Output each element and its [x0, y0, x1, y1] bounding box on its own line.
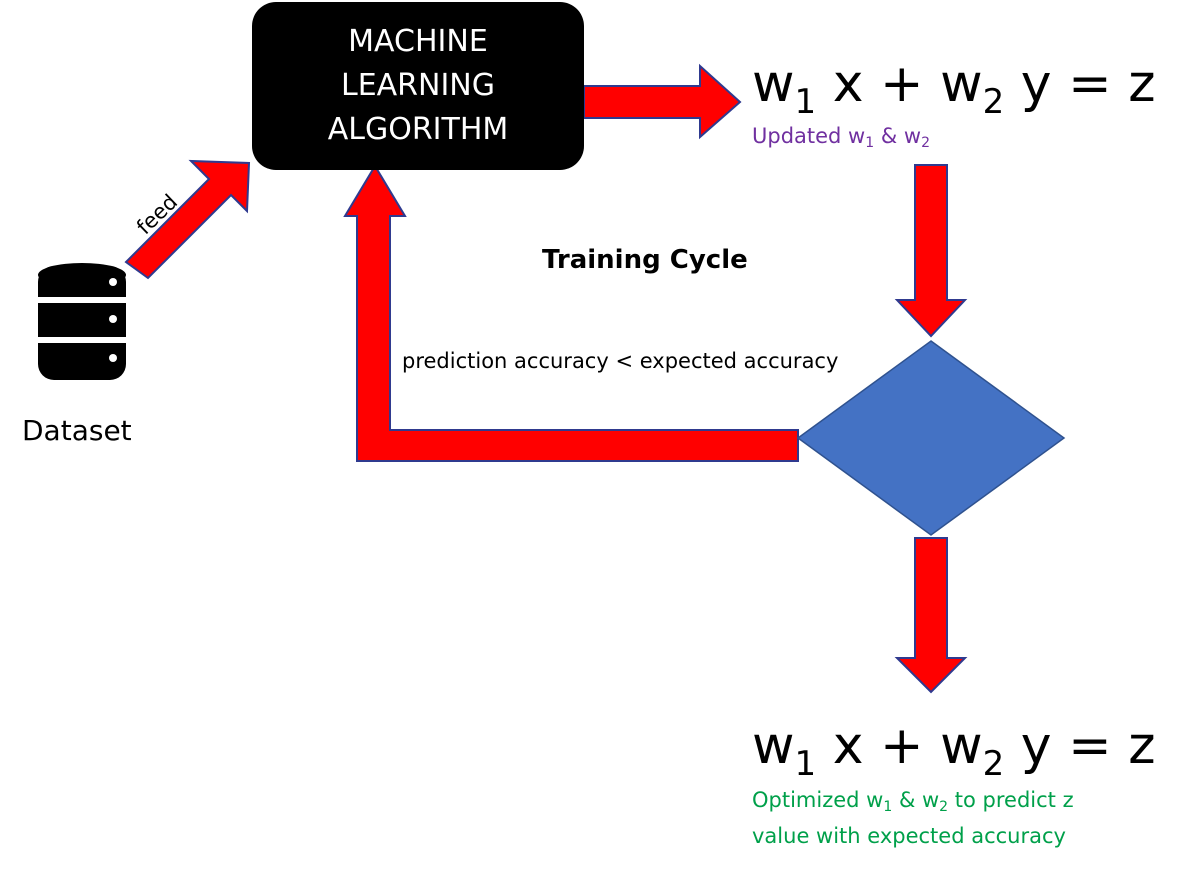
equation-optimized: w1 x + w2 y = z — [752, 720, 1156, 781]
equation-sub2: 2 — [982, 744, 1005, 784]
equation-tail: y = z — [1004, 54, 1156, 114]
machine-learning-algorithm-box: MACHINE LEARNING ALGORITHM — [252, 2, 584, 170]
optimized-caption-mid: & w — [892, 788, 940, 812]
updated-weights-caption: Updated w1 & w2 — [752, 124, 930, 152]
optimized-caption-line-1: Optimized w1 & w2 to predict z — [752, 788, 1074, 816]
feedback-condition-label: prediction accuracy < expected accuracy — [402, 349, 839, 373]
to-result-arrow — [894, 537, 968, 694]
optimized-caption-sub1: 1 — [883, 799, 893, 815]
equation-w1: w — [752, 54, 795, 114]
ml-box-line-3: ALGORITHM — [327, 112, 509, 147]
dataset-label: Dataset — [22, 414, 132, 447]
feedback-arrow — [343, 164, 799, 462]
training-cycle-title: Training Cycle — [542, 245, 748, 275]
updated-caption-sub2: 2 — [921, 135, 930, 151]
equation-sub1: 1 — [794, 82, 817, 122]
equation-updated: w1 x + w2 y = z — [752, 58, 1156, 119]
feed-arrow — [124, 159, 251, 280]
ml-box-line-2: LEARNING — [340, 68, 495, 103]
equation-mid: x + w — [816, 716, 983, 776]
output-arrow — [583, 63, 742, 140]
equation-mid: x + w — [816, 54, 983, 114]
optimized-caption-pre: Optimized w — [752, 788, 884, 812]
database-icon — [36, 263, 128, 380]
equation-sub1: 1 — [794, 744, 817, 784]
optimized-caption-sub2: 2 — [939, 799, 949, 815]
optimized-weights-caption: Optimized w1 & w2 to predict z value wit… — [752, 788, 1074, 849]
ml-box-line-1: MACHINE — [348, 24, 488, 59]
to-decision-arrow — [894, 164, 968, 338]
optimized-caption-post: to predict z — [948, 788, 1074, 812]
decision-diamond — [796, 340, 1066, 536]
equation-w1: w — [752, 716, 795, 776]
optimized-caption-line-2: value with expected accuracy — [752, 823, 1066, 848]
updated-caption-sub1: 1 — [865, 135, 875, 151]
updated-caption-mid: & w — [874, 124, 922, 148]
equation-tail: y = z — [1004, 716, 1156, 776]
equation-sub2: 2 — [982, 82, 1005, 122]
updated-caption-pre: Updated w — [752, 124, 866, 148]
